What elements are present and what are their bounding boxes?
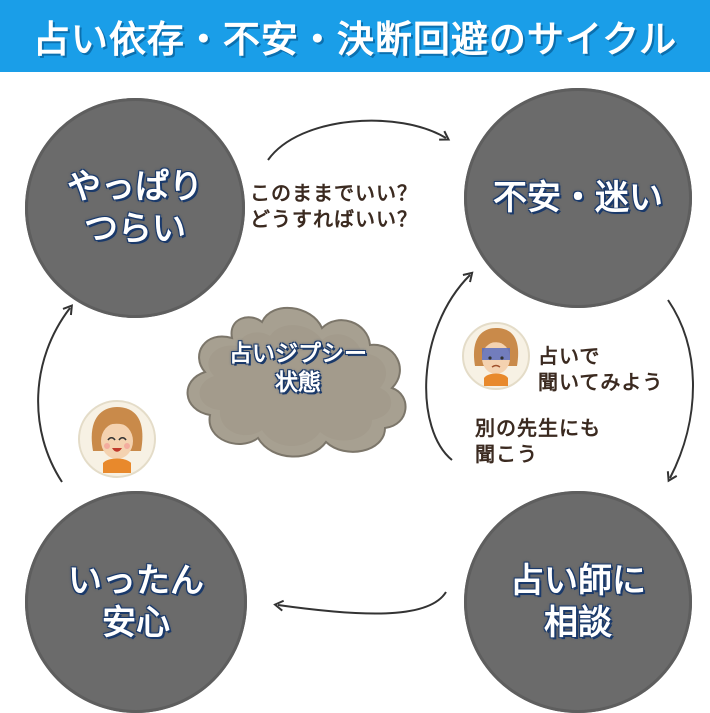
note-questions: このままでいい？ どうすればいい？ [250,181,418,231]
node-label: 占い師に 相談 [510,560,646,644]
node-temporary-relief: いったん 安心 [25,491,247,713]
title-banner: 占い依存・不安・決断回避のサイクル [0,0,710,72]
node-consult-fortune-teller: 占い師に 相談 [464,491,692,713]
node-label: 不安・迷い [493,177,663,218]
node-label: いったん 安心 [68,560,204,644]
worried-woman-icon [462,322,530,390]
arrow-bottom [273,591,447,615]
arrow-inner [425,271,474,461]
smiling-woman-icon [78,400,156,478]
center-cloud-label: 占いジプシー 状態 [229,341,367,396]
node-label: やっぱり つらい [67,166,203,250]
arrow-left [37,304,73,483]
cloud-shape [186,306,407,458]
note-ask-fortune: 占いで 聞いてみよう [538,344,664,394]
diagram-title: 占い依存・不安・決断回避のサイクル [32,18,678,61]
arrow-top [267,119,451,161]
note-ask-another: 別の先生にも 聞こう [475,416,601,466]
node-still-painful: やっぱり つらい [25,98,245,318]
node-anxiety-doubt: 不安・迷い [464,88,692,308]
arrow-right [666,299,694,483]
